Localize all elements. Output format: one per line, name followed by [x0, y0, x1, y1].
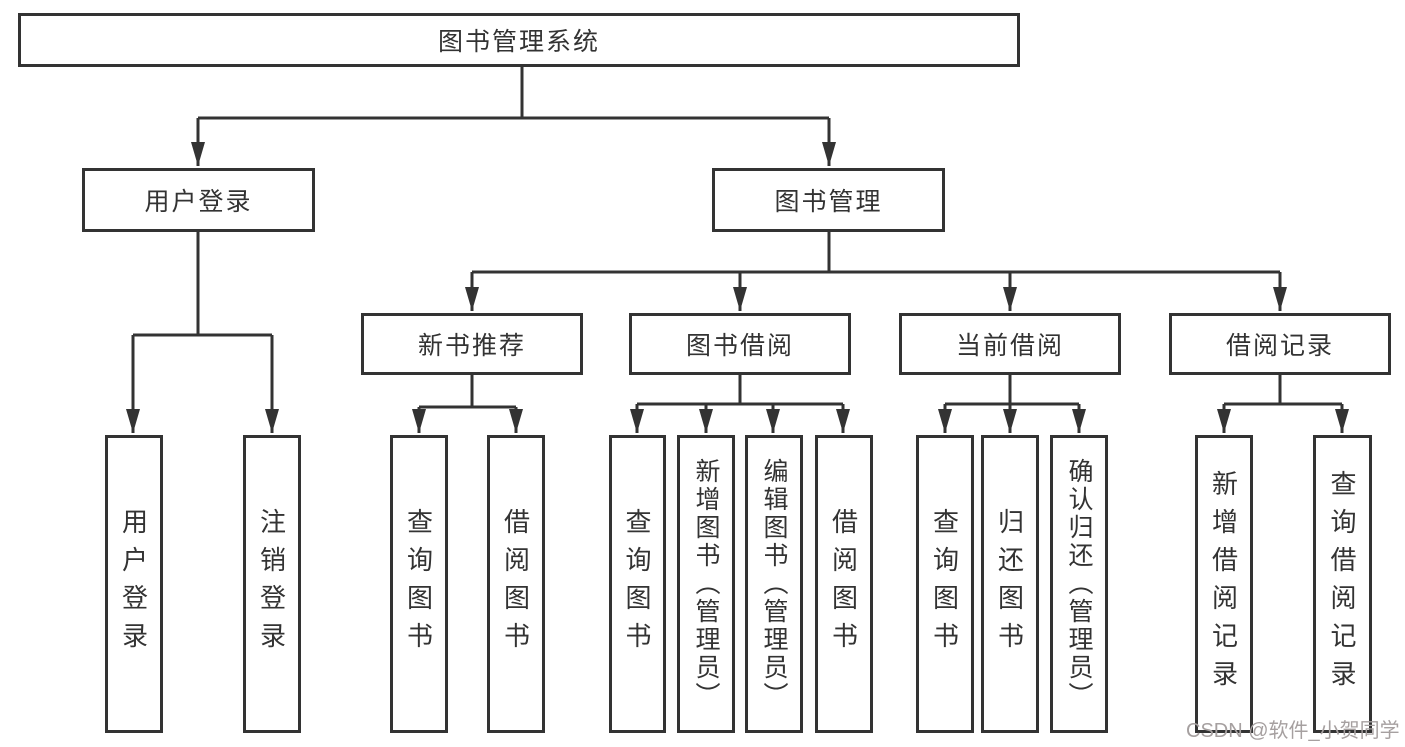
leaf-borrow-books: 借阅图书 [815, 435, 873, 733]
node-label: 新书推荐 [417, 332, 526, 360]
leaf-edit-books-admin: 编辑图书（管理员） [745, 435, 803, 733]
leaf-label: 注销登录 [256, 508, 287, 660]
leaf-return-books: 归还图书 [981, 435, 1039, 733]
leaf-query-borrow-record: 查询借阅记录 [1313, 435, 1372, 733]
leaf-label: 查询图书 [403, 508, 434, 660]
leaf-label: 确认归还（管理员） [1065, 458, 1093, 710]
node-label: 借阅记录 [1225, 332, 1334, 360]
leaf-add-books-admin: 新增图书（管理员） [677, 435, 735, 733]
leaf-label: 查询图书 [929, 508, 960, 660]
node-label: 图书管理 [774, 188, 883, 216]
leaf-user-login: 用户登录 [105, 435, 163, 733]
leaf-logout: 注销登录 [243, 435, 301, 733]
leaf-label: 编辑图书（管理员） [760, 458, 788, 710]
leaf-label: 借阅图书 [828, 508, 859, 660]
leaf-label: 归还图书 [994, 508, 1025, 660]
node-label: 图书管理系统 [437, 28, 600, 56]
leaf-confirm-return-admin: 确认归还（管理员） [1050, 435, 1108, 733]
leaf-label: 借阅图书 [500, 508, 531, 660]
leaf-add-borrow-record: 新增借阅记录 [1195, 435, 1253, 733]
csdn-watermark: CSDN @软件_小贺同学 [1186, 720, 1400, 742]
leaf-query-books-recommend: 查询图书 [390, 435, 448, 733]
leaf-borrow-books-recommend: 借阅图书 [487, 435, 545, 733]
leaf-label: 用户登录 [118, 508, 149, 660]
leaf-label: 查询借阅记录 [1327, 470, 1357, 698]
node-book-borrow: 图书借阅 [629, 313, 851, 375]
node-user-login: 用户登录 [82, 168, 315, 232]
node-borrow-record: 借阅记录 [1169, 313, 1391, 375]
node-book-management: 图书管理 [712, 168, 945, 232]
leaf-label: 查询图书 [622, 508, 652, 660]
node-current-borrow: 当前借阅 [899, 313, 1121, 375]
leaf-query-books-current: 查询图书 [916, 435, 974, 733]
leaf-label: 新增图书（管理员） [692, 458, 720, 710]
node-label: 用户登录 [144, 188, 253, 216]
node-label: 图书借阅 [685, 332, 794, 360]
leaf-query-books-borrow: 查询图书 [609, 435, 666, 733]
leaf-label: 新增借阅记录 [1208, 470, 1239, 698]
node-library-system: 图书管理系统 [18, 13, 1020, 67]
node-new-book-recommend: 新书推荐 [361, 313, 583, 375]
node-label: 当前借阅 [955, 332, 1064, 360]
